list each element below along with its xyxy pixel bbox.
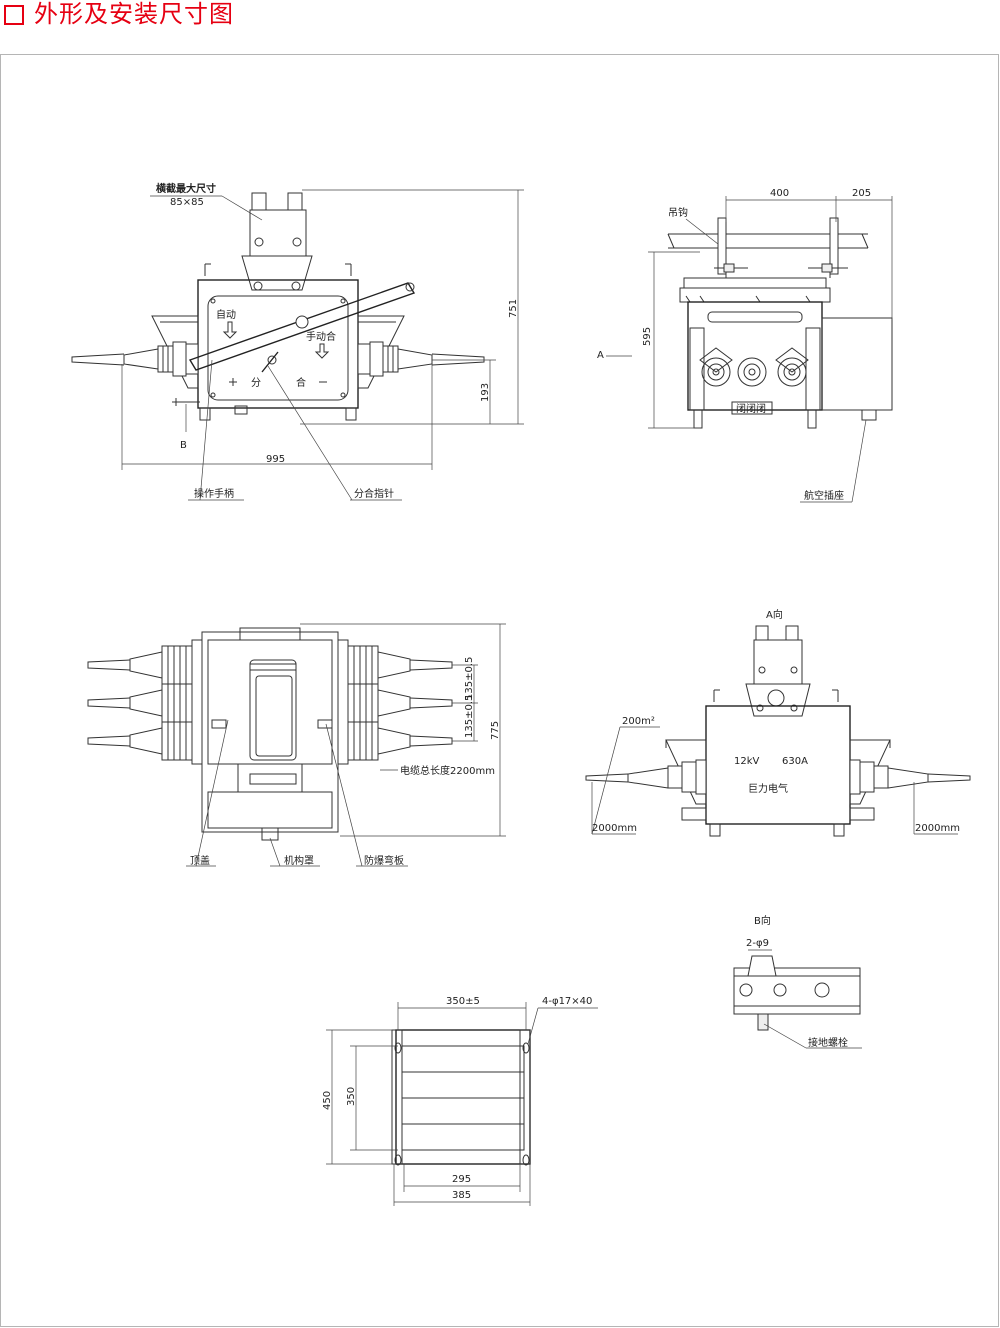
front-top-bracket <box>249 209 307 257</box>
dim-pitch-upper: 135±0.5 <box>464 657 475 700</box>
front-top-lug-left <box>251 192 267 212</box>
view-a-marker: A <box>597 350 604 361</box>
close-label: 合 <box>296 376 306 389</box>
dim-775: 775 <box>490 721 501 740</box>
dim-193: 193 <box>480 383 491 402</box>
rating-voltage: 12kV <box>734 756 760 767</box>
front-mount-plate <box>241 255 313 291</box>
top-cover <box>207 639 333 765</box>
dim-995: 995 <box>266 454 285 465</box>
dim-295: 295 <box>452 1174 471 1185</box>
front-bushing-right <box>357 341 485 377</box>
top-view-outline <box>201 631 339 833</box>
side-mechanism-box <box>821 317 893 411</box>
callout-bolt: 接地螺栓 <box>808 1036 848 1049</box>
side-bushings <box>699 347 809 387</box>
side-top-plate <box>683 277 827 289</box>
auto-label: 自动 <box>216 308 236 321</box>
page-title: 外形及安装尺寸图 <box>34 0 234 28</box>
view-a-mount-plate <box>745 683 811 717</box>
dim-450: 450 <box>322 1091 333 1110</box>
section-label: 横截最大尺寸 <box>156 182 216 195</box>
view-b-title: B向 <box>754 914 771 927</box>
mounting-view: 350±5 4-φ17×40 450 350 295 385 <box>322 996 598 1206</box>
manual-close-label: 手动合 <box>306 330 336 343</box>
handle-pivot <box>295 315 309 329</box>
operating-handle <box>188 282 416 371</box>
front-view: 自动 手动合 分 合 横截最大尺寸 85×85 751 193 995 B 操作… <box>71 182 524 501</box>
side-view: 闭闭闭 400 205 595 吊钩 A 航空插座 <box>597 188 893 503</box>
dim-350: 350 <box>346 1087 357 1106</box>
front-top-lug-right <box>287 192 303 212</box>
view-a-title: A向 <box>766 608 783 621</box>
callout-plate: 防爆弯板 <box>364 854 404 867</box>
open-label: 分 <box>251 377 261 389</box>
top-mechanism-cover <box>237 763 303 793</box>
dim-pitch-lower: 135±0.5 <box>464 695 475 738</box>
dim-751: 751 <box>508 299 519 318</box>
view-b: B向 2-φ9 接地螺栓 <box>733 914 862 1049</box>
front-panel <box>207 295 349 401</box>
dim-400: 400 <box>770 188 789 199</box>
grounding-bolt <box>757 1013 769 1031</box>
open-close-indicator-pivot <box>267 355 277 365</box>
cable-area: 200m² <box>622 716 655 727</box>
view-a: A向 12kV 630A 巨力电气 200m² 2000mm <box>585 608 971 837</box>
cable-right-length: 2000mm <box>915 823 960 834</box>
manual-close-arrow-icon <box>314 343 330 359</box>
dim-385: 385 <box>452 1190 471 1201</box>
hole-spec: 4-φ17×40 <box>542 996 592 1007</box>
top-bushings <box>87 639 453 765</box>
callout-indicator: 分合指针 <box>354 487 394 500</box>
hole-note: 2-φ9 <box>746 938 769 949</box>
rating-current: 630A <box>782 756 808 767</box>
cable-left-length: 2000mm <box>592 823 637 834</box>
view-b-plate <box>733 967 861 1015</box>
mount-frame <box>395 1029 531 1165</box>
hook-label: 吊钩 <box>668 207 688 219</box>
callout-socket: 航空插座 <box>804 489 844 502</box>
front-body <box>197 279 359 409</box>
callout-mechanism: 机构罩 <box>284 854 314 867</box>
front-bushing-left <box>71 341 199 377</box>
brand-label: 巨力电气 <box>748 782 788 795</box>
side-beam <box>667 233 869 249</box>
page-header: 外形及安装尺寸图 <box>0 0 1000 54</box>
callout-cover: 顶盖 <box>190 854 210 867</box>
cable-length-note: 电缆总长度2200mm <box>400 764 495 777</box>
top-view: 135±0.5 135±0.5 775 电缆总长度2200mm 顶盖 机构罩 防… <box>87 623 506 867</box>
drawing-frame <box>0 54 999 1327</box>
dim-350-tolerance: 350±5 <box>446 996 480 1007</box>
view-a-body <box>705 705 851 825</box>
callout-handle: 操作手柄 <box>194 487 234 500</box>
dim-205: 205 <box>852 188 871 199</box>
header-square-icon <box>4 5 24 25</box>
side-plate-text: 闭闭闭 <box>736 402 766 415</box>
auto-arrow-icon <box>222 321 238 339</box>
dim-595: 595 <box>642 327 653 346</box>
view-b-marker: B <box>180 440 187 451</box>
section-size: 85×85 <box>170 197 204 208</box>
